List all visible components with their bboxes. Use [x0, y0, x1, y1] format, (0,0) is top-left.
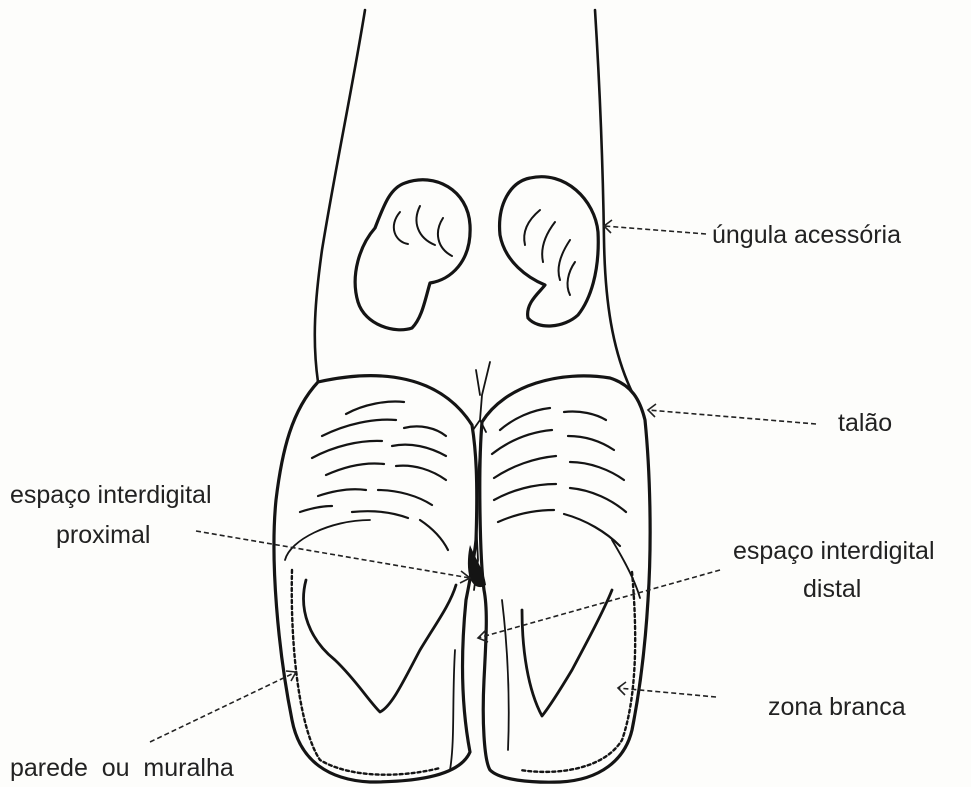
arrow-ungula [604, 220, 706, 234]
arrow-espaco-distal [478, 570, 720, 642]
arrow-talao [648, 404, 816, 424]
arrow-parede [150, 671, 296, 742]
arrow-espaco-proximal [196, 531, 470, 583]
right-claw [480, 376, 650, 782]
label-espaco-distal-line2: distal [803, 576, 861, 604]
label-espaco-proximal-line2: proximal [56, 522, 150, 550]
dewclaw-right [500, 177, 599, 326]
label-ungula-acessoria: úngula acessória [712, 222, 901, 250]
label-parede-ou-muralha: parede ou muralha [10, 755, 234, 783]
label-talao: talão [838, 410, 892, 438]
label-espaco-distal-line1: espaço interdigital [733, 538, 935, 566]
dewclaw-left [355, 180, 470, 330]
label-zona-branca: zona branca [768, 694, 906, 722]
label-espaco-proximal-line1: espaço interdigital [10, 482, 212, 510]
left-claw [274, 376, 477, 782]
